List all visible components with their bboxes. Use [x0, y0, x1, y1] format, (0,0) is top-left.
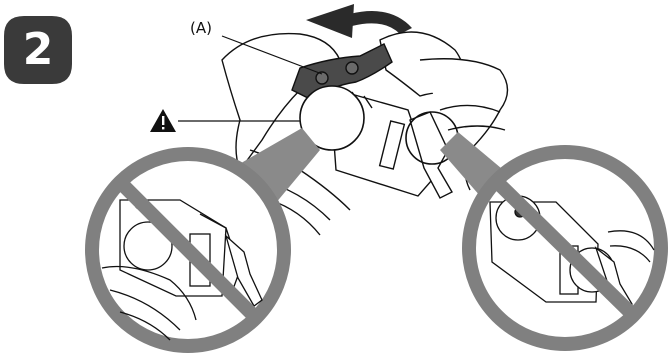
callout-label-a: (A) [190, 19, 212, 37]
right-prohibited-detail [469, 152, 661, 344]
left-prohibited-detail [92, 154, 284, 346]
curved-arrow-left-icon [306, 4, 412, 38]
step-number: 2 [4, 16, 72, 84]
warning-triangle-icon [150, 109, 176, 132]
